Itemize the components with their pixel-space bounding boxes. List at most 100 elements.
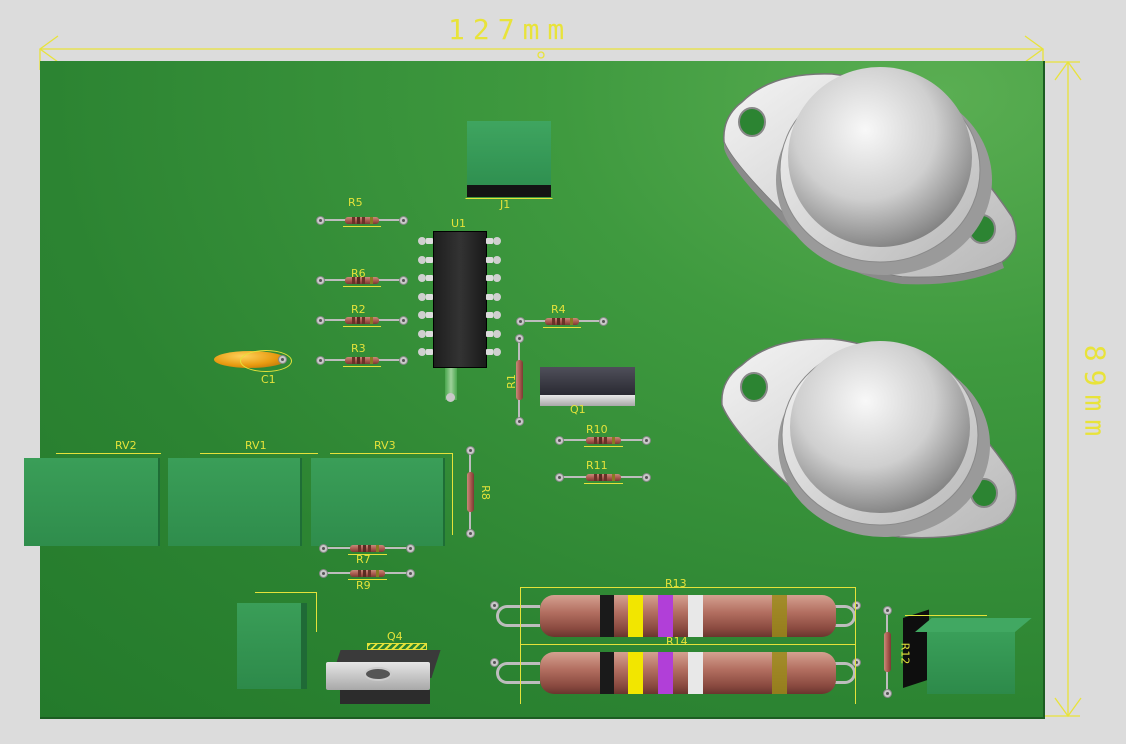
label-j1: J1 <box>500 198 511 211</box>
power-transistor-bottom <box>721 338 1017 539</box>
label-r14: R14 <box>666 635 688 648</box>
ic-pad <box>418 255 426 264</box>
label-r1: R1 <box>504 374 518 389</box>
ic-pad <box>418 274 426 282</box>
q4-silk <box>367 643 427 650</box>
resistor-body <box>350 570 385 577</box>
label-q4: Q4 <box>387 630 403 643</box>
power-resistor-r14 <box>490 652 862 696</box>
resistor-band <box>604 437 607 444</box>
resistor-body <box>516 360 523 400</box>
resistor-r12 <box>884 612 891 692</box>
pad <box>516 317 525 326</box>
resistor-band <box>370 217 373 224</box>
pad <box>490 601 499 610</box>
resistor-body <box>884 632 891 672</box>
ic-pin-right <box>486 330 493 337</box>
label-r9: R9 <box>356 579 371 592</box>
resistor-band <box>628 595 643 637</box>
power-resistor-silk <box>520 644 856 704</box>
resistor-silk <box>584 471 623 484</box>
resistor-body <box>545 318 579 325</box>
resistor-band <box>612 437 615 444</box>
trimmer-rv3 <box>311 458 445 546</box>
resistor-band <box>594 474 597 481</box>
resistor-r11 <box>561 474 645 481</box>
pad <box>642 473 651 482</box>
resistor-r5 <box>322 217 402 224</box>
label-r7: R7 <box>356 553 371 566</box>
ic-pin-left <box>426 312 433 318</box>
ic-pad <box>418 292 426 301</box>
pad <box>883 689 892 698</box>
label-r12: R12 <box>898 642 912 665</box>
height-dimension-label: 89mm <box>1078 344 1112 445</box>
resistor-body <box>345 317 379 324</box>
resistor-band <box>772 595 787 637</box>
resistor-body <box>586 474 621 481</box>
label-rv3: RV3 <box>374 439 396 452</box>
resistor-silk <box>343 314 381 327</box>
power-resistor-body <box>540 595 836 637</box>
power-resistor-silk <box>520 587 856 647</box>
pad <box>399 316 408 325</box>
connector-j1 <box>467 121 551 197</box>
transistor-q1 <box>540 367 635 408</box>
ic-pin-left <box>426 256 433 263</box>
power-transistor-top <box>723 67 1017 285</box>
lead-left <box>496 605 540 627</box>
trimmer-rv1 <box>168 458 302 546</box>
resistor-band <box>599 437 602 444</box>
resistor-silk <box>348 542 387 555</box>
resistor-silk <box>343 214 381 227</box>
ic-pad <box>418 311 426 319</box>
resistor-band <box>594 437 597 444</box>
label-rv2: RV2 <box>115 439 137 452</box>
resistor-band <box>658 652 673 694</box>
resistor-band <box>357 357 360 364</box>
pad <box>406 569 415 578</box>
resistor-band <box>362 277 365 284</box>
label-r8: R8 <box>478 485 492 500</box>
pad <box>316 356 325 365</box>
resistor-band <box>368 570 371 577</box>
resistor-band <box>599 474 602 481</box>
pad <box>399 276 408 285</box>
ic-pad <box>418 237 426 245</box>
resistor-band <box>362 217 365 224</box>
pad <box>883 606 892 615</box>
pad <box>316 216 325 225</box>
resistor-r7 <box>325 545 409 552</box>
resistor-silk <box>343 354 381 367</box>
terminal-block-left <box>237 603 307 689</box>
resistor-silk <box>343 274 381 287</box>
resistor-band <box>658 595 673 637</box>
pad <box>515 417 524 426</box>
pad <box>852 658 861 667</box>
resistor-r6 <box>322 277 402 284</box>
resistor-band <box>557 318 560 325</box>
pad <box>399 356 408 365</box>
resistor-body <box>467 472 474 512</box>
resistor-band <box>600 652 614 694</box>
resistor-body <box>345 277 379 284</box>
pad <box>466 529 475 538</box>
ic-pin-left <box>426 238 433 244</box>
ic-pad <box>493 348 501 356</box>
pad <box>490 658 499 667</box>
width-dimension-label: 127mm <box>448 13 573 46</box>
resistor-body <box>345 357 379 364</box>
resistor-band <box>570 318 573 325</box>
resistor-band <box>612 474 615 481</box>
pad <box>406 544 415 553</box>
ic-pad <box>493 274 501 282</box>
label-u1: U1 <box>451 217 467 230</box>
pad <box>466 446 475 455</box>
label-q1: Q1 <box>570 403 586 416</box>
ic-pad <box>493 255 501 264</box>
pad <box>852 601 861 610</box>
resistor-r8 <box>467 452 474 532</box>
pad <box>319 544 328 553</box>
